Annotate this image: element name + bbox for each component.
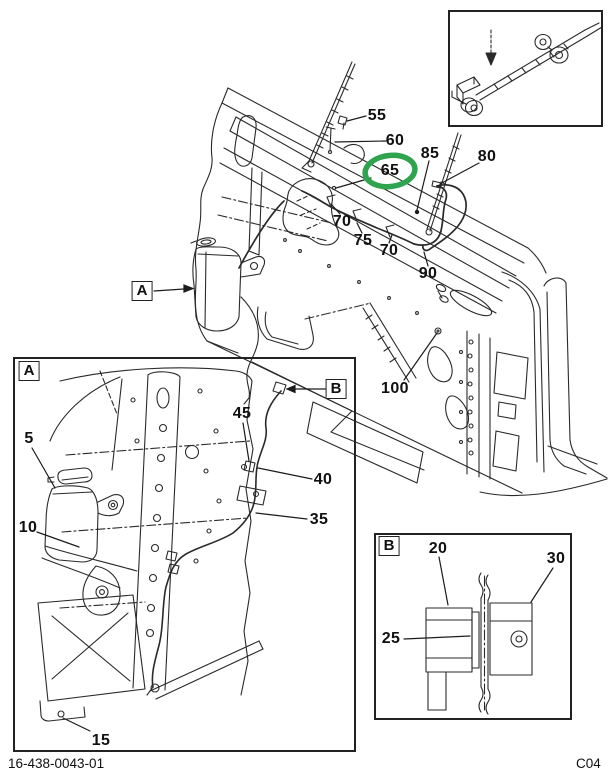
callout-55: 55 bbox=[367, 107, 387, 124]
detail-b-leader-lines bbox=[403, 556, 554, 640]
tank-x-panel bbox=[37, 594, 146, 702]
callout-10: 10 bbox=[18, 519, 38, 536]
location-inset-frame bbox=[448, 10, 603, 127]
callout-75: 75 bbox=[353, 232, 373, 249]
washer-reservoir-main bbox=[190, 237, 266, 405]
callout-25: 25 bbox=[381, 630, 401, 647]
callout-35: 35 bbox=[309, 511, 329, 528]
callout-40: 40 bbox=[313, 471, 333, 488]
detail-a-corner-label: A bbox=[18, 361, 40, 381]
wiper-rod-left bbox=[301, 61, 356, 173]
callout-15: 15 bbox=[91, 732, 111, 749]
callout-90: 90 bbox=[418, 265, 438, 282]
callout-5: 5 bbox=[24, 430, 34, 447]
detail-b-corner-label: B bbox=[378, 536, 400, 556]
callout-45: 45 bbox=[232, 405, 252, 422]
grommet-100 bbox=[434, 327, 442, 335]
main-cowl-drawing bbox=[190, 61, 608, 497]
detail-a-frame bbox=[13, 357, 356, 752]
detail-b-drawing bbox=[425, 572, 533, 715]
callout-30: 30 bbox=[546, 550, 566, 567]
callout-20: 20 bbox=[428, 540, 448, 557]
callout-70-left: 70 bbox=[332, 213, 352, 230]
detail-a-drawing bbox=[37, 367, 287, 722]
washer-hose bbox=[238, 184, 468, 269]
callout-85: 85 bbox=[420, 145, 440, 162]
view-ref-a-arrow-icon bbox=[183, 284, 195, 293]
page-code: C04 bbox=[576, 756, 601, 771]
location-arrow-icon bbox=[485, 52, 497, 66]
callout-60: 60 bbox=[385, 132, 405, 149]
callout-70-right: 70 bbox=[379, 242, 399, 259]
view-ref-a: A bbox=[131, 281, 153, 301]
callout-100: 100 bbox=[381, 380, 409, 397]
callout-80: 80 bbox=[477, 148, 497, 165]
main-leader-lines bbox=[153, 115, 480, 381]
detail-a-leader-lines bbox=[31, 384, 327, 732]
inset-chassis-drawing bbox=[451, 22, 603, 117]
highlight-ellipse bbox=[362, 152, 418, 190]
detail-b-frame bbox=[374, 533, 572, 720]
doc-number: 16-438-0043-01 bbox=[8, 756, 105, 771]
callout-65-highlighted: 65 bbox=[380, 162, 400, 179]
view-ref-b: B bbox=[325, 379, 347, 399]
view-ref-b-arrow-icon bbox=[285, 384, 296, 394]
wiper-rod-right bbox=[425, 132, 462, 236]
